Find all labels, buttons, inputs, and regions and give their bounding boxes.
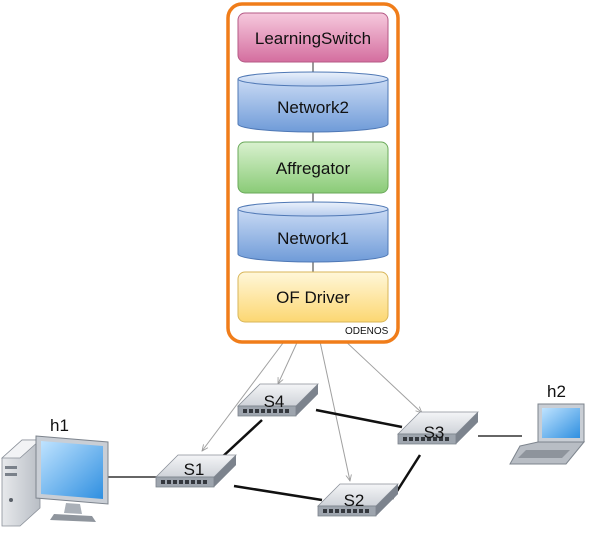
- host-h1-label: h1: [50, 416, 69, 435]
- odenos-container: ODENOS LearningSwitch Network2 Affregato…: [226, 2, 400, 344]
- host-h1[interactable]: h1: [0, 416, 109, 527]
- network1-component[interactable]: Network1: [237, 201, 389, 263]
- switch-s1[interactable]: S1: [155, 454, 237, 488]
- network1-label: Network1: [277, 229, 349, 248]
- link-s1-s4: [219, 419, 263, 460]
- link-s1-s2: [233, 484, 323, 502]
- switch-s4[interactable]: S4: [237, 383, 319, 417]
- host-h2-label: h2: [547, 382, 566, 401]
- of-driver-component[interactable]: OF Driver: [237, 271, 389, 323]
- network2-component[interactable]: Network2: [237, 71, 389, 133]
- data-links: [108, 408, 522, 502]
- laptop-icon: [509, 403, 586, 465]
- learning-switch-label: LearningSwitch: [255, 29, 371, 48]
- aggregator-component[interactable]: Affregator: [237, 141, 389, 194]
- control-link-s2: [316, 323, 350, 481]
- host-h2[interactable]: h2: [509, 382, 586, 465]
- odenos-label: ODENOS: [345, 326, 389, 337]
- learning-switch-component[interactable]: LearningSwitch: [237, 12, 389, 63]
- of-driver-label: OF Driver: [276, 288, 350, 307]
- switch-s3[interactable]: S3: [397, 411, 479, 445]
- link-s4-s3: [315, 408, 403, 429]
- network2-label: Network2: [277, 98, 349, 117]
- switch-s2[interactable]: S2: [317, 483, 399, 517]
- switch-s1-label: S1: [184, 460, 205, 479]
- desktop-computer-icon: [0, 435, 109, 527]
- aggregator-label: Affregator: [276, 159, 351, 178]
- switch-s2-label: S2: [344, 491, 365, 510]
- switch-s4-label: S4: [264, 392, 285, 411]
- switch-s3-label: S3: [424, 423, 445, 442]
